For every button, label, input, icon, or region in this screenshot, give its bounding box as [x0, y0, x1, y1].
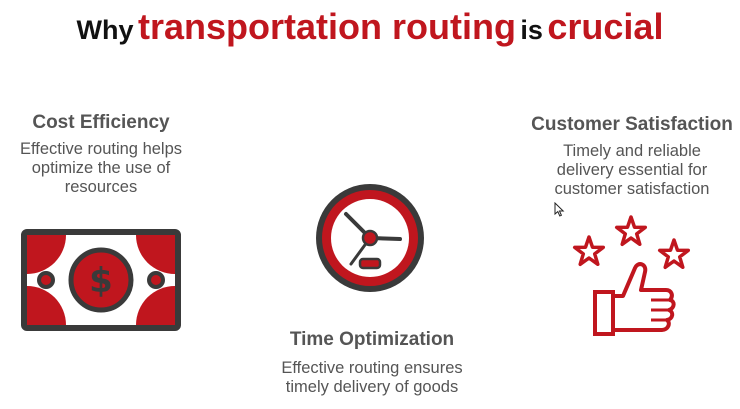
title-is: is [520, 15, 543, 45]
cost-efficiency-line-2: optimize the use of [31, 159, 171, 177]
cost-efficiency-section: Cost Efficiency Effective routing helps … [2, 112, 200, 197]
title-transportation-routing: transportation routing [137, 6, 516, 47]
clock-icon [316, 184, 424, 292]
cost-efficiency-heading: Cost Efficiency [32, 112, 170, 133]
customer-satisfaction-line-1: Timely and reliable [563, 142, 701, 160]
mouse-cursor-icon [554, 202, 565, 217]
time-optimization-line-2: timely delivery of goods [285, 378, 459, 396]
cost-efficiency-line-3: resources [64, 178, 138, 196]
dollar-symbol: $ [89, 261, 113, 301]
customer-satisfaction-description: Timely and reliable delivery essential f… [526, 142, 738, 199]
time-optimization-section: Time Optimization Effective routing ensu… [258, 329, 486, 397]
customer-satisfaction-line-2: delivery essential for [556, 161, 708, 179]
customer-satisfaction-line-3: customer satisfaction [554, 180, 710, 198]
time-optimization-line-1: Effective routing ensures [281, 359, 463, 377]
cost-efficiency-line-1: Effective routing helps [19, 140, 183, 158]
page-title: Why transportation routing is crucial [0, 6, 740, 48]
title-why: Why [76, 15, 134, 45]
customer-satisfaction-section: Customer Satisfaction Timely and reliabl… [526, 114, 738, 199]
customer-satisfaction-heading: Customer Satisfaction [531, 114, 733, 135]
time-optimization-heading: Time Optimization [289, 329, 455, 350]
time-optimization-description: Effective routing ensures timely deliver… [258, 359, 486, 397]
cost-efficiency-description: Effective routing helps optimize the use… [2, 140, 200, 197]
title-crucial: crucial [547, 6, 664, 47]
money-bill-icon: $ [21, 229, 181, 331]
thumbs-up-stars-icon [572, 215, 691, 336]
